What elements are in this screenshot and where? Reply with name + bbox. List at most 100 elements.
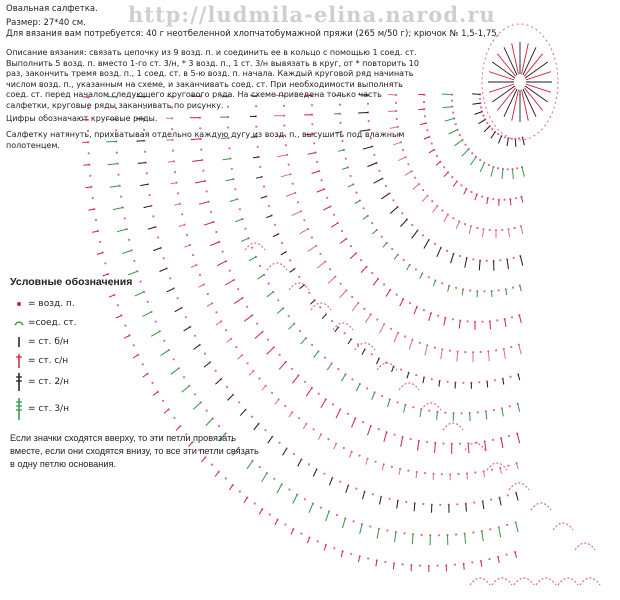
chain-stitch-mark	[456, 503, 459, 506]
stitch-mark	[514, 551, 517, 558]
chain-stitch-mark	[437, 314, 440, 317]
chain-stitch-mark	[234, 188, 237, 191]
chain-stitch-mark	[509, 375, 512, 378]
chain-stitch-mark	[423, 115, 426, 118]
chain-stitch-mark	[386, 529, 389, 532]
stitch-mark	[464, 533, 467, 544]
chain-stitch-mark	[319, 306, 322, 309]
stitch-mark	[288, 412, 293, 418]
stitch-mark	[503, 348, 506, 359]
stitch-mark	[359, 129, 370, 132]
stitch-mark	[373, 178, 383, 184]
chain-stitch-mark	[459, 442, 462, 445]
stitch-mark	[465, 503, 467, 512]
stitch-mark	[127, 270, 138, 276]
chain-stitch-mark	[414, 268, 417, 271]
stitch-mark	[232, 447, 240, 456]
chain-stitch-mark	[442, 442, 445, 445]
chain-stitch-mark	[238, 401, 241, 404]
stitch-mark	[323, 544, 327, 551]
chain-stitch-mark	[340, 229, 344, 233]
stitch-mark	[482, 501, 485, 510]
chain-stitch-mark	[339, 480, 342, 483]
chain-stitch-mark	[478, 381, 481, 384]
chain-stitch-mark	[313, 142, 316, 145]
scallop-mark	[513, 577, 535, 586]
chain-stitch-mark	[173, 416, 176, 419]
chain-stitch-mark	[517, 137, 521, 140]
chain-stitch-mark	[440, 473, 443, 476]
stitch-mark	[234, 218, 243, 223]
stitch-mark	[220, 137, 229, 139]
stitch-mark	[442, 106, 453, 109]
stitch-mark	[335, 409, 341, 419]
chain-stitch-mark	[253, 502, 256, 505]
stitch-mark	[305, 133, 314, 136]
stitch-mark	[85, 186, 92, 189]
stitch-mark	[506, 259, 509, 270]
stitch-mark	[365, 458, 368, 465]
stitch-mark	[305, 387, 313, 397]
stitch-mark	[509, 199, 512, 206]
stitch-mark	[174, 203, 181, 206]
chain-stitch-mark	[430, 378, 433, 381]
stitch-mark	[341, 374, 346, 382]
stitch-mark	[307, 152, 316, 155]
stitch-mark	[250, 136, 257, 138]
chain-stitch-mark	[464, 223, 467, 226]
stitch-mark	[288, 323, 295, 330]
center-stitch-mark	[497, 53, 517, 77]
chain-stitch-mark	[426, 440, 429, 444]
chain-stitch-mark	[336, 514, 339, 517]
stitch-mark	[116, 228, 127, 233]
chain-stitch-mark	[469, 289, 472, 292]
stitch-mark	[233, 297, 243, 305]
stitch-mark	[227, 394, 234, 401]
stitch-mark	[302, 423, 307, 430]
legend: Условные обозначения = возд. п. =соед. с…	[10, 276, 260, 424]
stitch-mark	[500, 438, 504, 449]
stitch-mark	[292, 494, 298, 504]
chain-stitch-mark	[393, 433, 396, 436]
stitch-mark	[444, 117, 455, 122]
stitch-mark	[421, 195, 428, 202]
stitch-mark	[498, 135, 502, 144]
chain-stitch-mark	[433, 242, 436, 245]
stitch-mark	[355, 383, 361, 392]
stitch-mark	[143, 205, 152, 209]
chain-stitch-mark	[412, 406, 415, 409]
chain-stitch-mark	[288, 488, 291, 491]
chain-stitch-mark	[497, 198, 501, 201]
stitch-mark	[497, 556, 500, 563]
stitch-mark	[502, 378, 505, 385]
stitch-mark	[308, 503, 314, 513]
chain-stitch-mark	[224, 477, 227, 480]
chain-stitch-mark	[458, 133, 461, 137]
chain-stitch-mark	[443, 166, 446, 169]
stitch-mark	[328, 477, 333, 486]
decrease-note: Если значки сходятся вверху, то эти петл…	[10, 433, 259, 469]
chain-stitch-mark	[476, 226, 479, 230]
stitch-mark	[393, 141, 402, 146]
stitch-mark	[432, 205, 438, 213]
stitch-mark	[181, 385, 190, 393]
chain-stitch-mark	[311, 123, 314, 126]
chain-stitch-mark	[479, 350, 482, 354]
chain-stitch-mark	[332, 403, 335, 406]
chain-stitch-mark	[457, 472, 460, 476]
stitch-mark	[359, 523, 363, 535]
chain-stitch-mark	[292, 453, 296, 456]
stitch-mark	[499, 497, 502, 506]
stitch-mark	[327, 276, 336, 284]
stitch-mark	[274, 519, 279, 526]
chain-stitch-mark	[508, 434, 511, 438]
chain-stitch-mark	[99, 240, 102, 243]
stitch-mark	[518, 314, 522, 324]
legend-item-tr: = ст. 2/н	[10, 370, 260, 394]
stitch-mark	[419, 273, 423, 280]
center-stitch-mark	[503, 47, 518, 76]
stitch-mark	[254, 331, 263, 339]
chain-stitch-mark	[287, 163, 290, 166]
chain-stitch-mark	[289, 259, 292, 262]
